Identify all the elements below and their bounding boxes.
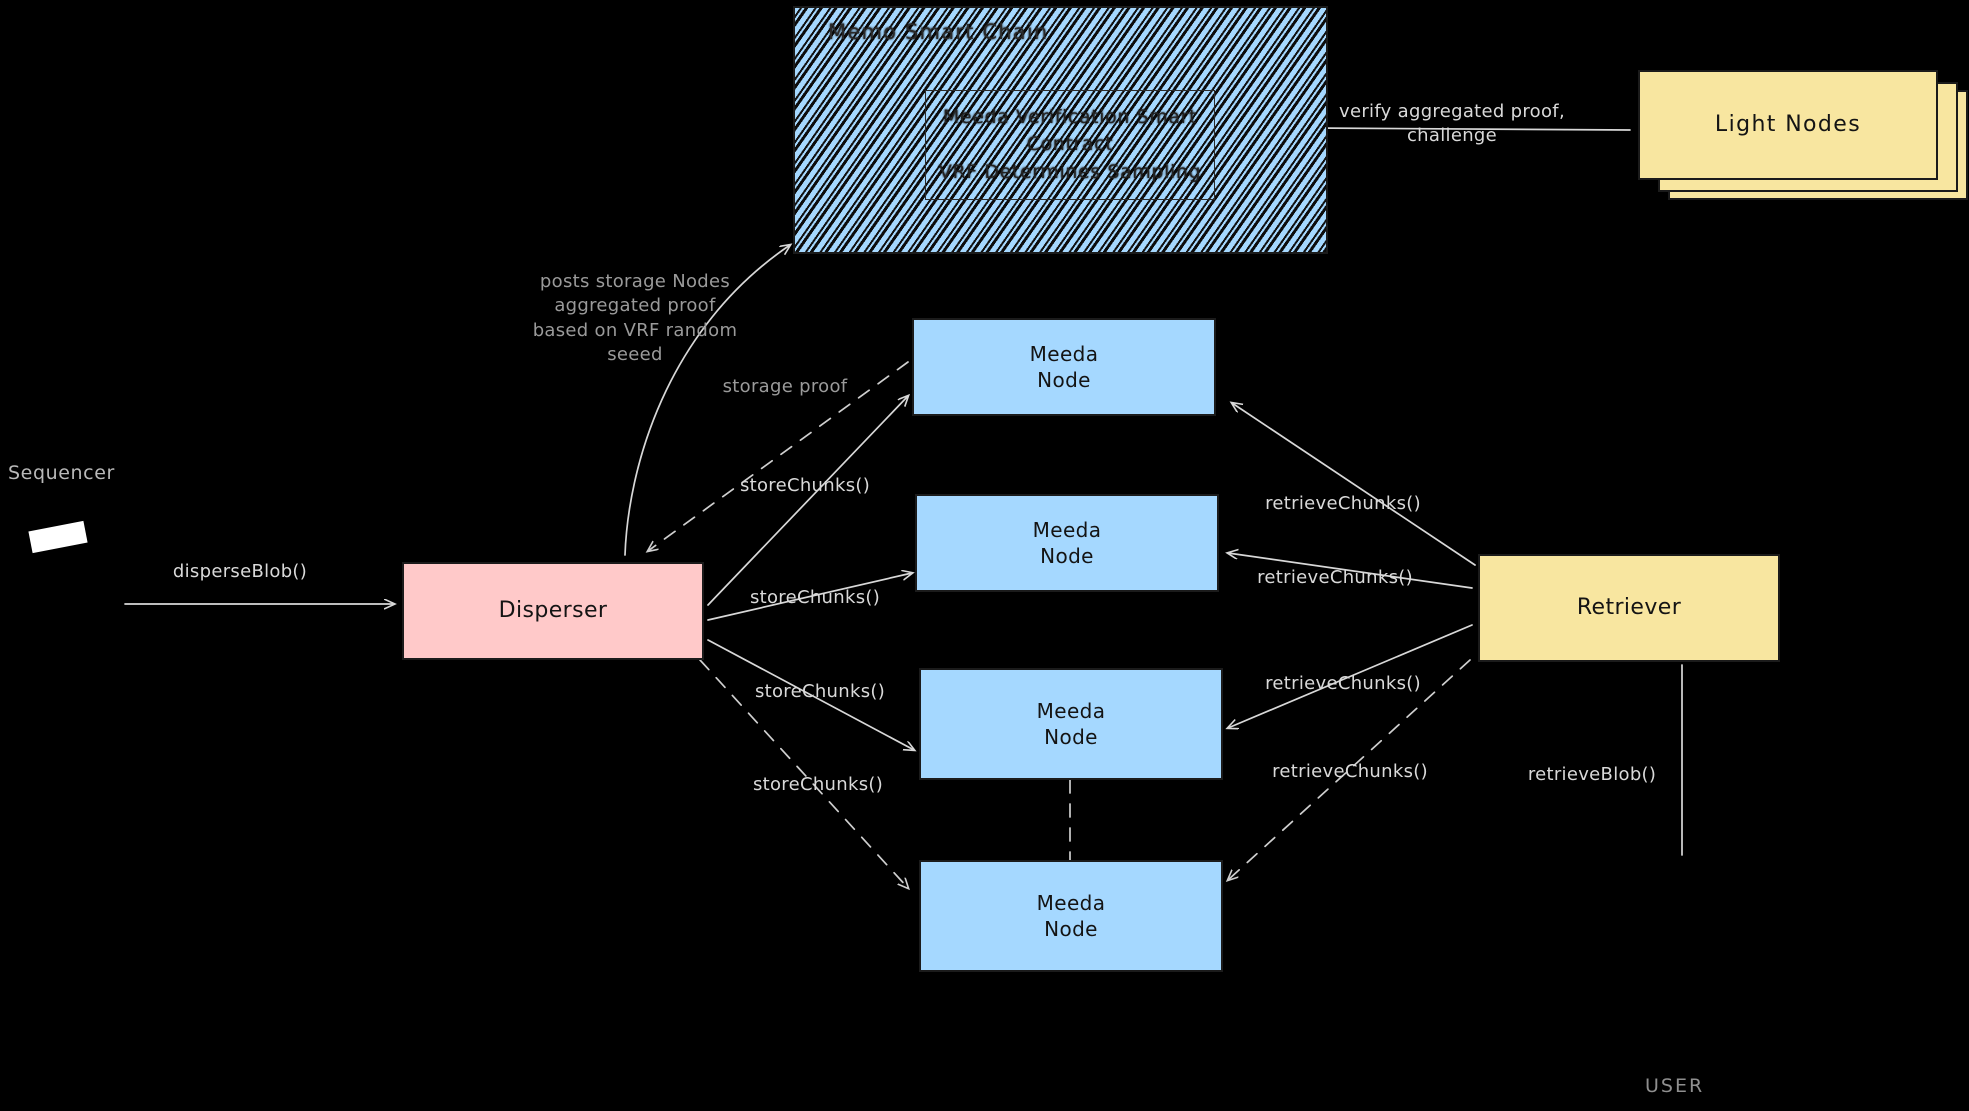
label-posts-storage-proof: posts storage Nodes aggregated proof bas… bbox=[532, 271, 738, 365]
label-retrieve-chunks-2: retrieveChunks() bbox=[1257, 567, 1413, 588]
meeda-verification-contract-box: Meeda Verification Smart Contract VRF De… bbox=[925, 90, 1215, 200]
meeda-node-2[interactable]: Meeda Node bbox=[915, 494, 1219, 592]
meeda-node-3[interactable]: Meeda Node bbox=[919, 668, 1223, 780]
label-store-chunks-2: storeChunks() bbox=[749, 587, 881, 608]
label-store-chunks-1: storeChunks() bbox=[739, 475, 871, 496]
label-store-chunks-4: storeChunks() bbox=[752, 774, 884, 795]
contract-line-1: Meeda Verification Smart bbox=[942, 105, 1198, 128]
memo-smart-chain-title: Memo Smart Chain bbox=[828, 20, 1049, 44]
meeda-node-1[interactable]: Meeda Node bbox=[912, 318, 1216, 416]
edge-disperser-to-node1 bbox=[707, 396, 908, 606]
light-nodes-box[interactable]: Light Nodes bbox=[1638, 70, 1938, 180]
label-retrieve-chunks-3: retrieveChunks() bbox=[1265, 673, 1421, 694]
label-retrieve-chunks-1: retrieveChunks() bbox=[1265, 493, 1421, 514]
label-disperse-blob: disperseBlob() bbox=[172, 561, 308, 582]
contract-line-3: VRF Determines Sampling bbox=[938, 160, 1202, 183]
retriever-box[interactable]: Retriever bbox=[1478, 554, 1780, 662]
label-retrieve-blob: retrieveBlob() bbox=[1527, 764, 1657, 785]
disperser-box[interactable]: Disperser bbox=[402, 562, 704, 660]
label-verify-aggregated-proof: verify aggregated proof, challenge bbox=[1339, 101, 1565, 147]
user-label: USER bbox=[1645, 1075, 1705, 1097]
memo-smart-chain-box bbox=[793, 6, 1328, 254]
label-storage-proof: storage proof bbox=[722, 376, 848, 397]
meeda-node-4[interactable]: Meeda Node bbox=[919, 860, 1223, 972]
edge-retriever-to-node1 bbox=[1232, 403, 1476, 566]
label-retrieve-chunks-4: retrieveChunks() bbox=[1272, 761, 1428, 782]
sequencer-label: Sequencer bbox=[8, 462, 115, 484]
contract-line-2: Contract bbox=[1026, 133, 1114, 156]
sequencer-chip bbox=[28, 520, 88, 554]
label-store-chunks-3: storeChunks() bbox=[754, 681, 886, 702]
